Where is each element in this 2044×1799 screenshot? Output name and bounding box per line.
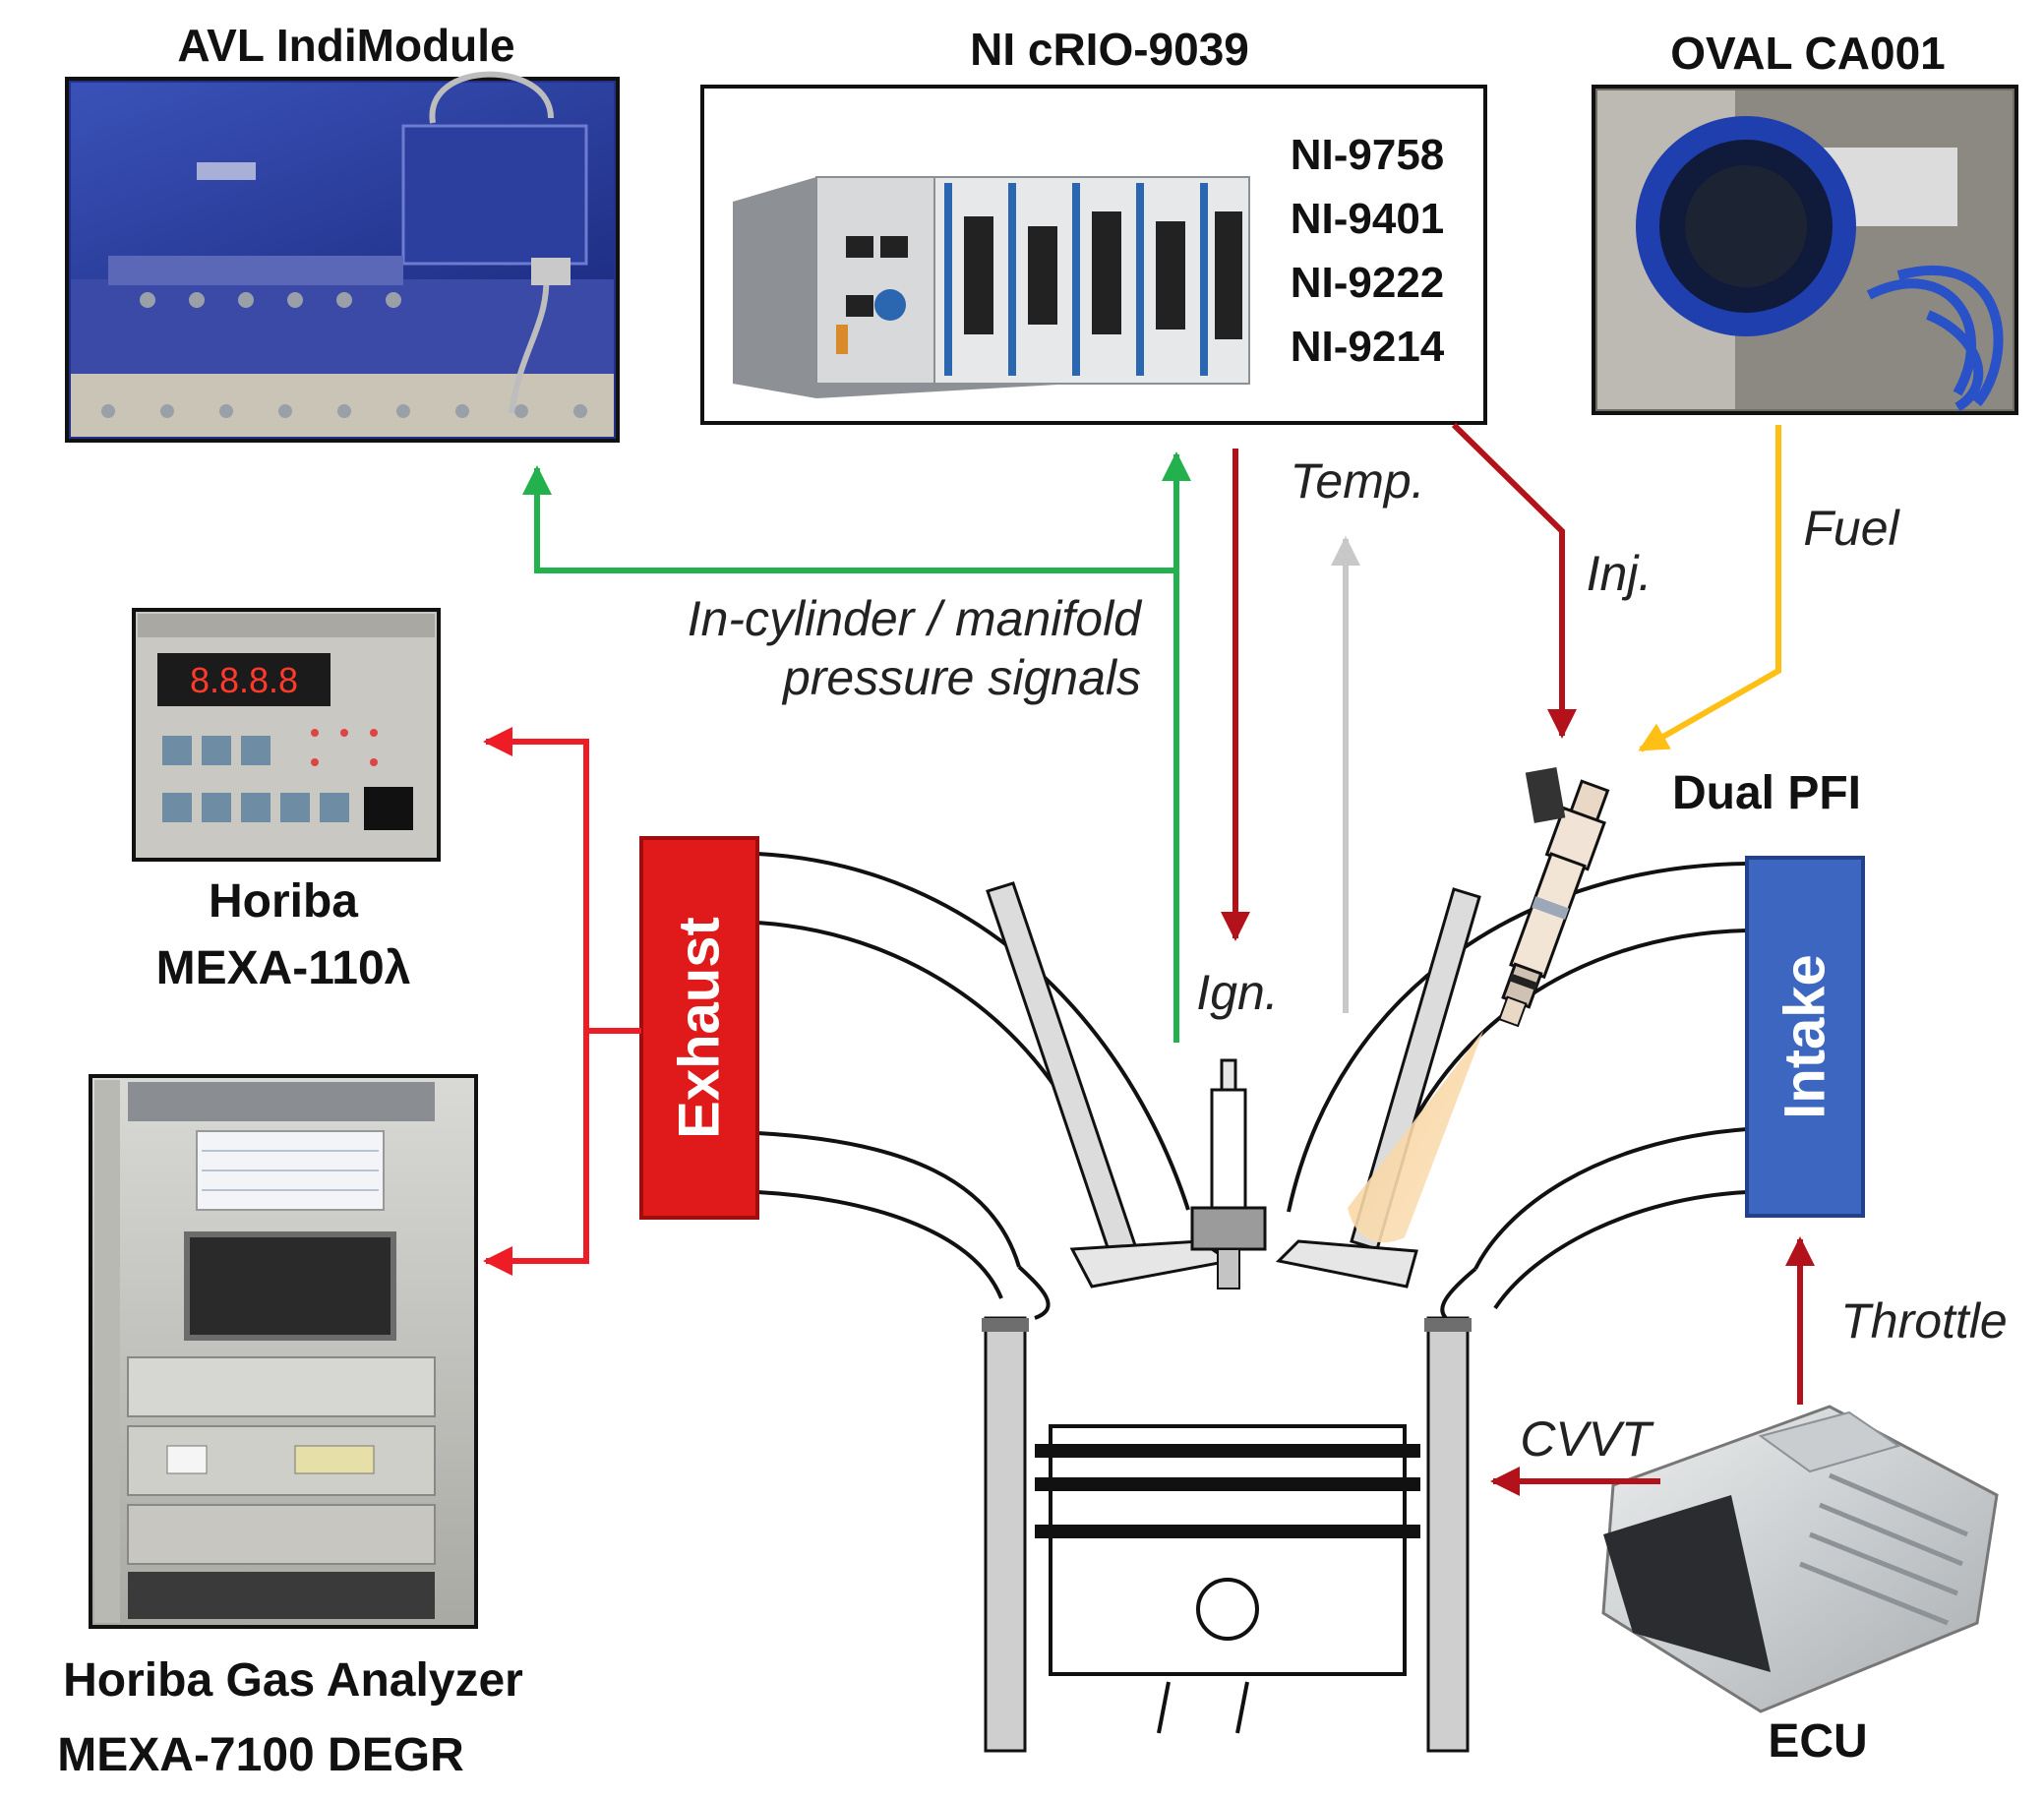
- horiba-gas-label-2: MEXA-7100 DEGR: [57, 1729, 463, 1781]
- fuel-arrow: [1638, 425, 1781, 752]
- oval-title: OVAL CA001: [1670, 28, 1946, 79]
- throttle-label: Throttle: [1840, 1293, 2008, 1349]
- horiba-gas-label-1: Horiba Gas Analyzer: [63, 1654, 523, 1707]
- cylinder-walls: [982, 1316, 1472, 1753]
- pressure-label-1: In-cylinder / manifold: [688, 591, 1143, 646]
- exhaust-sample-lines: [483, 727, 641, 1276]
- avl-indimodule-photo: [65, 71, 620, 443]
- pressure-label-2: pressure signals: [781, 650, 1141, 705]
- horiba-gas-analyzer-photo: [89, 1074, 478, 1629]
- intake-valve: [1275, 887, 1481, 1289]
- horiba-mexa110-photo: 8.8.8.8: [132, 608, 441, 862]
- intake-label: Intake: [1773, 954, 1837, 1119]
- ecu-photo: [1601, 1405, 1999, 1713]
- cvvt-label: CVVT: [1520, 1411, 1654, 1467]
- crio-chassis-photo: [733, 176, 1250, 398]
- pressure-to-avl-arrow: [522, 465, 1179, 1043]
- ign-label: Ign.: [1196, 965, 1278, 1020]
- dual-pfi-injector: [1498, 767, 1610, 1028]
- exhaust-to-mexa110-arrow: [483, 727, 589, 1031]
- temp-label: Temp.: [1290, 453, 1424, 509]
- ecu-label: ECU: [1768, 1715, 1867, 1768]
- crio-module-4: NI-9214: [1291, 323, 1445, 371]
- crio-module-2: NI-9401: [1291, 195, 1445, 243]
- fuel-spray: [1348, 1031, 1483, 1243]
- injection-arrow: [1451, 422, 1577, 739]
- spark-plug: [1190, 1058, 1267, 1289]
- crio-module-3: NI-9222: [1291, 259, 1445, 307]
- oval-flowmeter-photo: [1592, 85, 2018, 415]
- exhaust-label: Exhaust: [668, 917, 732, 1139]
- dual-pfi-label: Dual PFI: [1672, 767, 1861, 819]
- crio-box: NI-9758 NI-9401 NI-9222 NI-9214: [700, 85, 1487, 425]
- pressure-signal-lines: [522, 451, 1191, 1043]
- inj-label: Inj.: [1587, 546, 1653, 601]
- exhaust-valve: [986, 881, 1233, 1289]
- horiba-mexa110-label-1: Horiba: [209, 875, 358, 928]
- avl-title: AVL IndiModule: [177, 20, 514, 71]
- piston: [1035, 1424, 1420, 1734]
- horiba-mexa110-label-2: MEXA-110λ: [156, 942, 411, 994]
- intake-box: Intake: [1745, 856, 1865, 1218]
- crio-module-1: NI-9758: [1291, 131, 1445, 179]
- exhaust-box: Exhaust: [639, 836, 759, 1220]
- crio-title: NI cRIO-9039: [970, 24, 1249, 75]
- svg-text:8.8.8.8: 8.8.8.8: [190, 660, 298, 700]
- exhaust-to-gas-analyzer-arrow: [483, 1031, 589, 1276]
- fuel-label: Fuel: [1803, 501, 1900, 556]
